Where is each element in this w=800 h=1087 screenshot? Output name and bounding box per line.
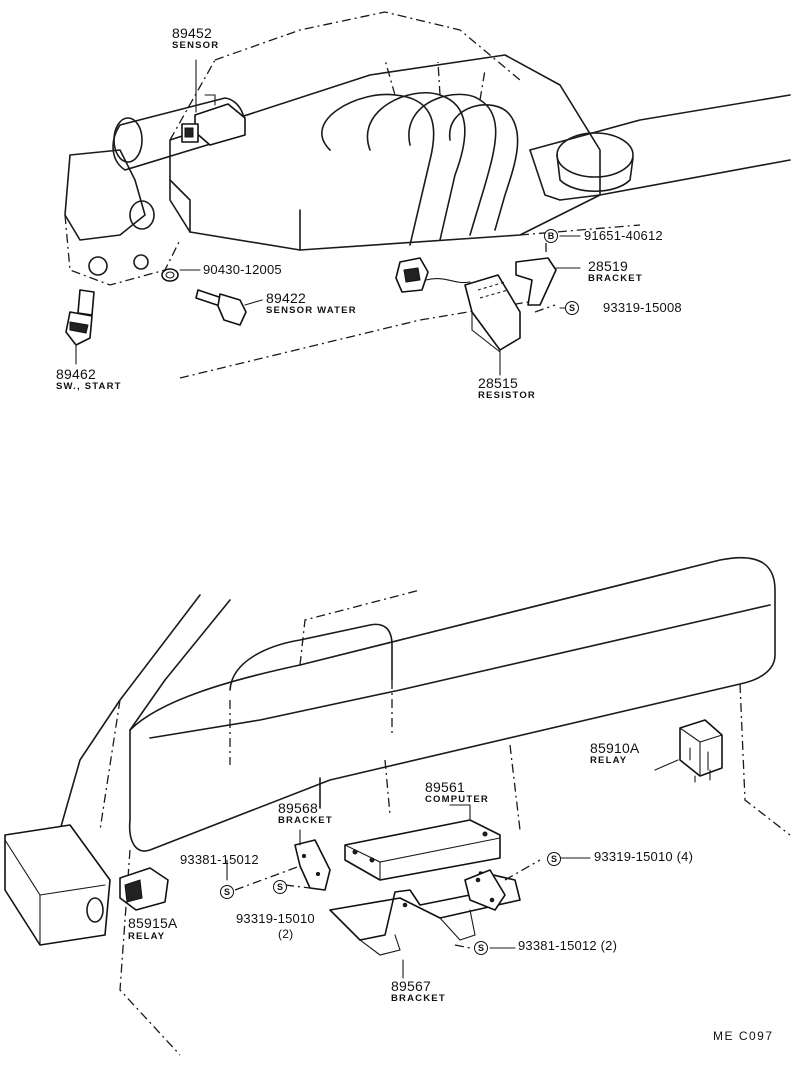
engine-block	[64, 11, 791, 379]
part-number-89452: 89452	[172, 25, 212, 41]
start-switch-89462-part	[65, 289, 95, 365]
symbol-s-93319-15010-left: S	[273, 880, 287, 894]
part-number-89567: 89567	[391, 978, 431, 994]
part-name-28519: BRACKET	[588, 273, 643, 284]
part-name-89567: BRACKET	[391, 993, 446, 1004]
part-name-89462: SW., START	[56, 381, 122, 392]
part-number-89561: 89561	[425, 779, 465, 795]
part-number-93319-15010-left: 93319-15010	[236, 911, 315, 926]
part-name-89452: SENSOR	[172, 40, 220, 51]
relay-85910-part	[654, 719, 723, 783]
leader-lines	[226, 235, 591, 949]
relay-85915-part	[4, 824, 169, 946]
computer-89561-part	[344, 804, 501, 881]
bracket-89568-part	[234, 829, 331, 891]
part-number-93381-15012-right: 93381-15012 (2)	[518, 938, 618, 953]
symbol-s-93381-left: S	[220, 885, 234, 899]
symbol-s-93381-right: S	[474, 941, 488, 955]
part-name-85910a: RELAY	[590, 755, 628, 766]
symbol-b-91651: B	[544, 229, 558, 243]
part-number-91651: 91651-40612	[584, 228, 663, 243]
water-sensor-89422-part	[195, 289, 263, 326]
part-number-89568: 89568	[278, 800, 318, 816]
part-number-93319-15010-right: 93319-15010 (4)	[594, 849, 694, 864]
part-number-89422: 89422	[266, 290, 306, 306]
part-name-89568: BRACKET	[278, 815, 333, 826]
part-number-85910a: 85910A	[590, 740, 640, 756]
part-name-85915a: RELAY	[128, 931, 166, 942]
symbol-s-93319-15010-right: S	[547, 852, 561, 866]
part-number-28519: 28519	[588, 258, 628, 274]
part-number-85915a: 85915A	[128, 915, 178, 931]
part-number-90430: 90430-12005	[203, 262, 282, 277]
bracket-89567-part	[329, 859, 541, 979]
part-name-89561: COMPUTER	[425, 794, 489, 805]
part-qty-93319-15010-left: (2)	[278, 927, 294, 941]
dashboard	[59, 556, 791, 1056]
symbol-s-93319-15008: S	[565, 301, 579, 315]
part-number-93319-15008: 93319-15008	[603, 300, 682, 315]
part-name-89422: SENSOR WATER	[266, 305, 357, 316]
resistor-28515-part	[395, 257, 521, 376]
drawing-code: ME C097	[713, 1029, 774, 1043]
washer-90430-part	[161, 268, 201, 282]
part-number-89462: 89462	[56, 366, 96, 382]
sensor-89452-part	[181, 59, 246, 146]
part-number-28515: 28515	[478, 375, 518, 391]
part-name-28515: RESISTOR	[478, 390, 536, 401]
bracket-28519-part	[515, 236, 581, 313]
part-number-93381-15012-left: 93381-15012	[180, 852, 259, 867]
